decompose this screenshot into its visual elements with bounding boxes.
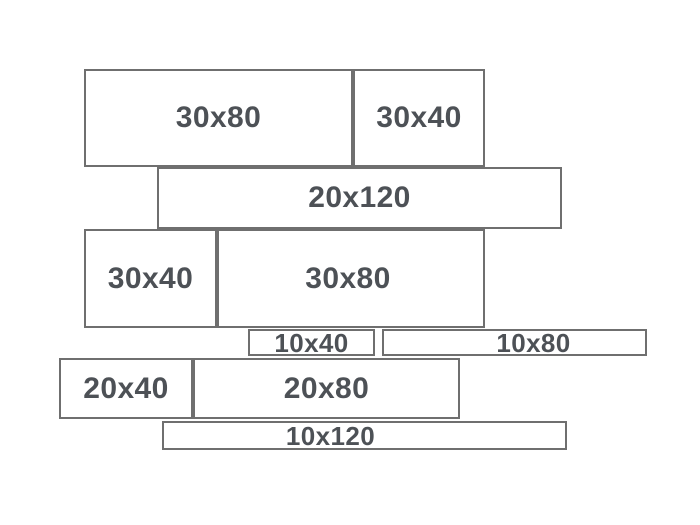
tile-size-label: 20x80 [283,371,370,405]
tile-20x40-row5: 20x40 [59,358,193,419]
tile-size-label: 10x80 [496,327,571,358]
tile-size-label: 30x40 [107,261,194,295]
tile-size-label: 30x80 [175,101,262,134]
tile-20x120-row2: 20x120 [157,167,562,229]
tile-size-label: 30x40 [376,101,462,134]
tile-30x80-row3: 30x80 [217,229,485,328]
tile-size-label: 20x40 [83,371,169,405]
tile-10x40-row4: 10x40 [248,329,375,356]
tile-size-label: 10x120 [285,420,376,451]
tile-size-label: 30x80 [305,261,391,295]
tile-10x80-row4: 10x80 [382,329,647,356]
tile-10x120-row6: 10x120 [162,421,567,450]
tile-30x40-row3: 30x40 [84,229,217,328]
tile-30x80-row1: 30x80 [84,69,353,167]
tile-20x80-row5: 20x80 [193,358,460,419]
tile-size-label: 20x120 [308,181,411,214]
tile-size-label: 10x40 [274,327,349,358]
tile-30x40-row1: 30x40 [353,69,485,167]
